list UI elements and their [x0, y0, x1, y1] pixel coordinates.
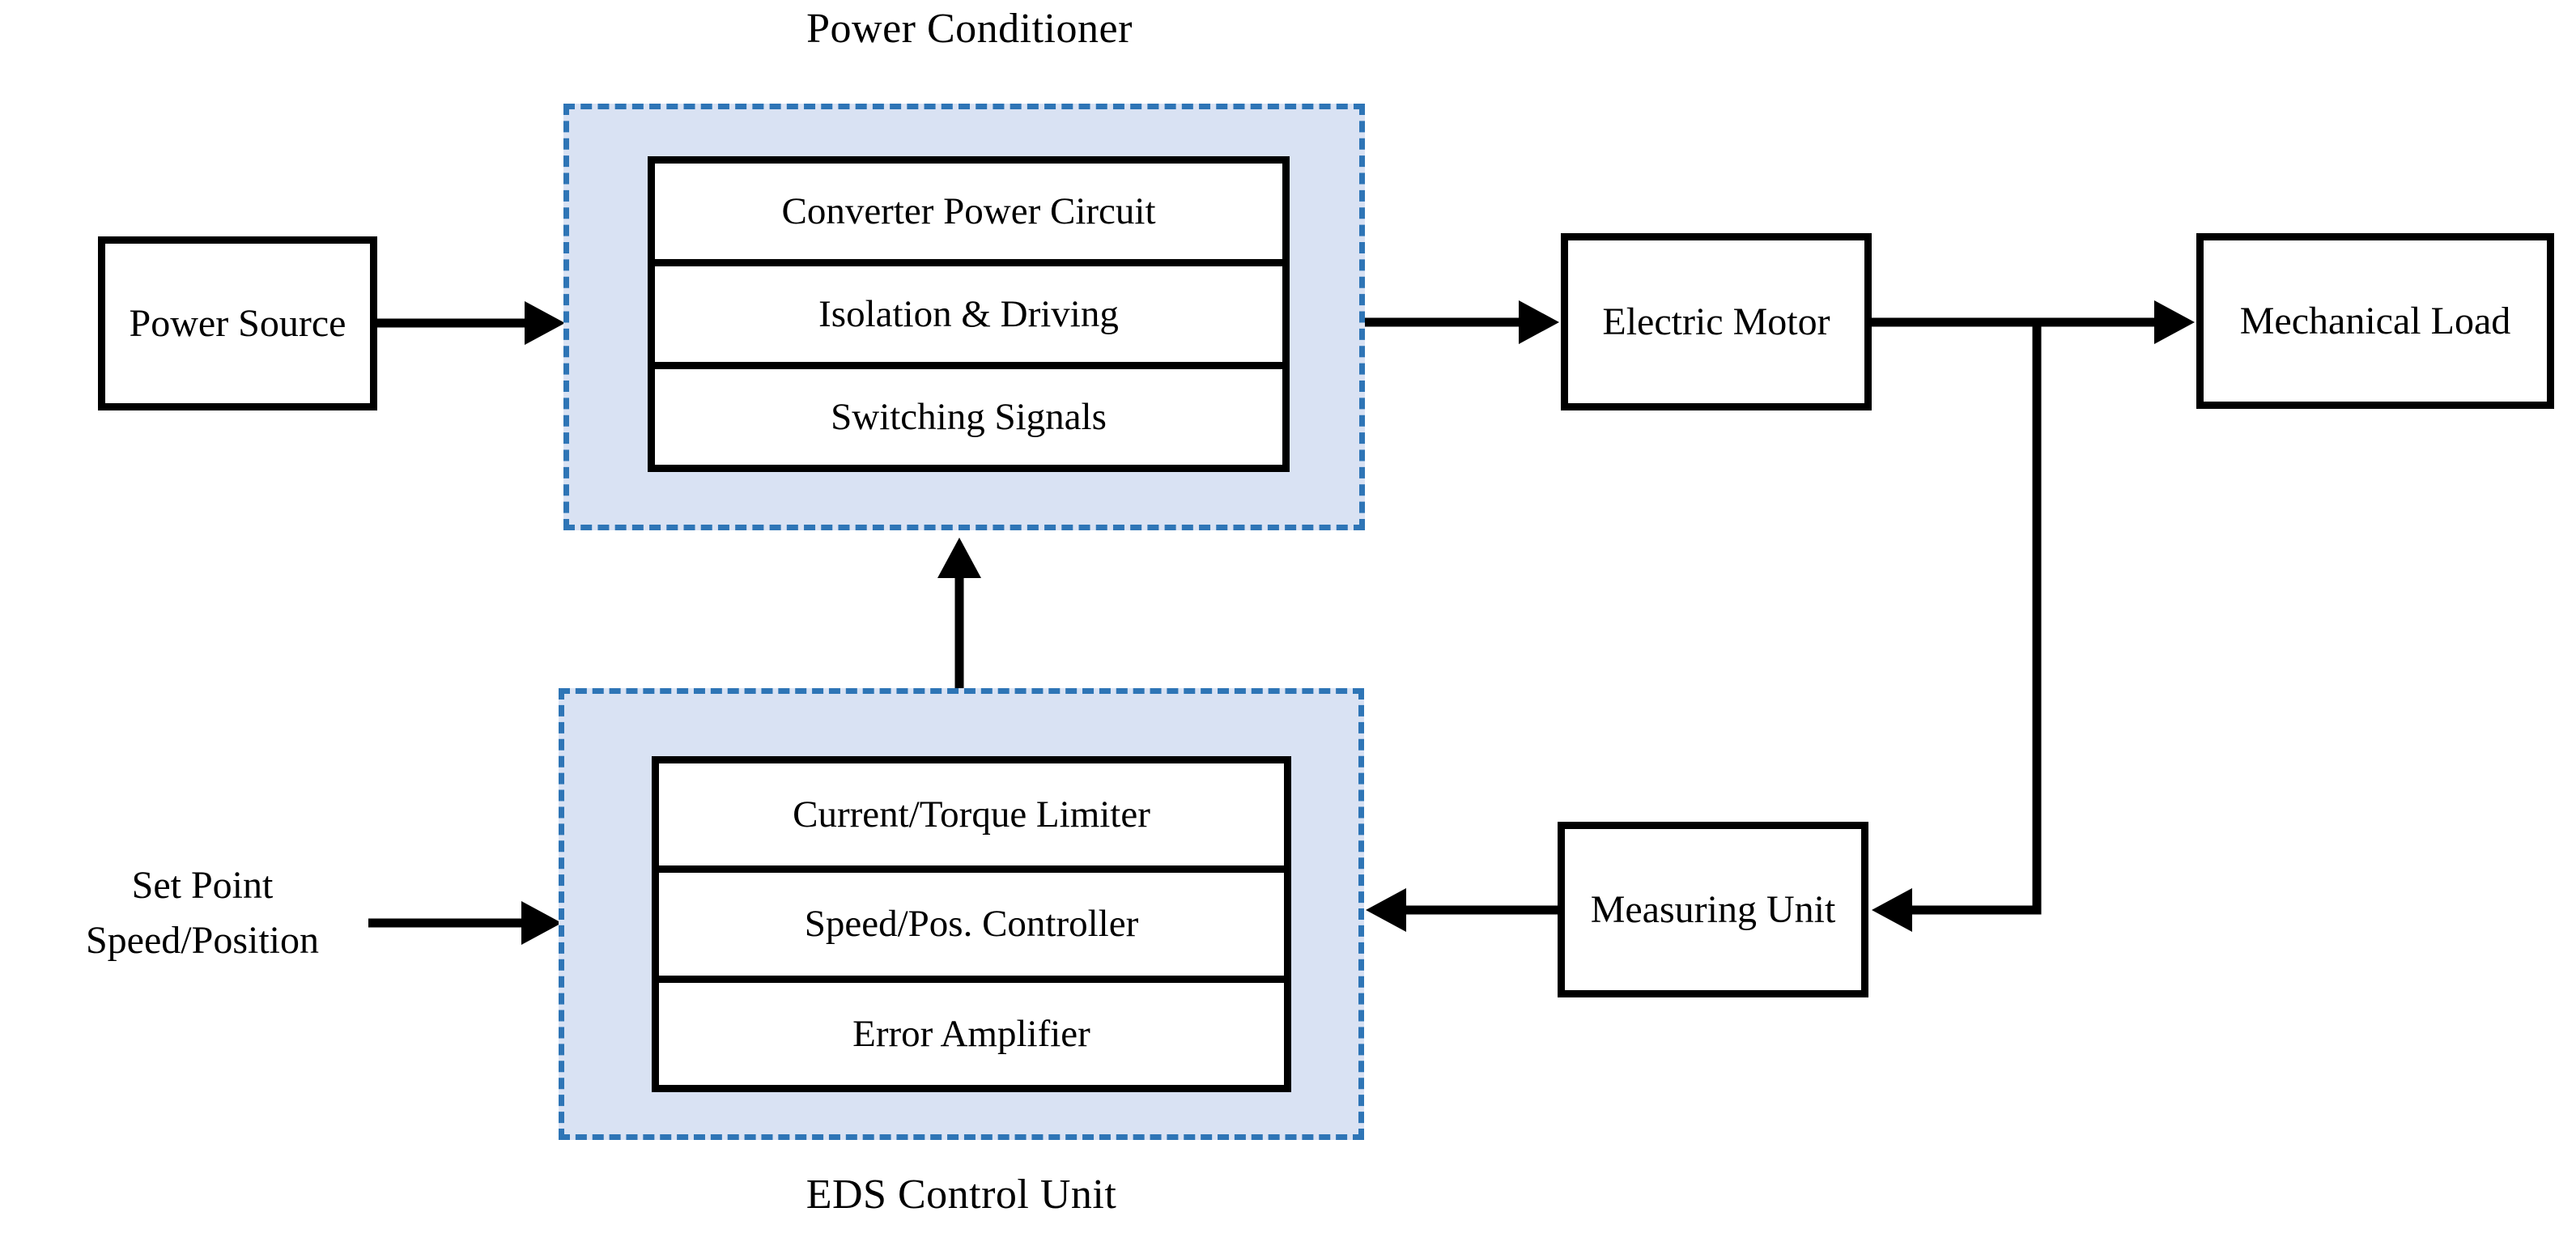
setpoint-label-line1: Set Point — [131, 864, 274, 907]
block-speed-pos-controller: Speed/Pos. Controller — [659, 865, 1284, 975]
block-error-amplifier: Error Amplifier — [659, 975, 1284, 1085]
block-isolation-driving: Isolation & Driving — [655, 259, 1282, 362]
arrow-measuring-unit-to-eds — [1366, 888, 1558, 932]
arrow-feedback-to-measuring-unit — [1872, 318, 2042, 932]
arrow-setpoint-to-eds — [368, 901, 562, 945]
setpoint-label: Set Point Speed/Position — [16, 858, 389, 968]
arrow-eds-to-conditioner — [937, 538, 981, 689]
eds-control-unit-stack: Current/Torque Limiter Speed/Pos. Contro… — [652, 756, 1291, 1092]
power-conditioner-caption: Power Conditioner — [806, 6, 1133, 52]
block-current-torque-limiter: Current/Torque Limiter — [793, 793, 1150, 836]
block-switching-signals: Switching Signals — [655, 362, 1282, 465]
arrow-power-source-to-conditioner — [377, 301, 565, 345]
block-power-source: Power Source — [98, 236, 377, 410]
block-measuring-unit: Measuring Unit — [1558, 822, 1868, 997]
arrow-conditioner-to-motor — [1365, 300, 1559, 344]
setpoint-label-line2: Speed/Position — [85, 919, 320, 963]
power-conditioner-stack: Converter Power Circuit Isolation & Driv… — [648, 156, 1290, 472]
arrow-motor-to-load — [1872, 300, 2195, 344]
eds-control-unit-caption: EDS Control Unit — [806, 1172, 1117, 1218]
block-mechanical-load: Mechanical Load — [2196, 233, 2554, 409]
block-electric-motor: Electric Motor — [1561, 233, 1872, 410]
block-converter-power-circuit: Converter Power Circuit — [781, 190, 1156, 232]
